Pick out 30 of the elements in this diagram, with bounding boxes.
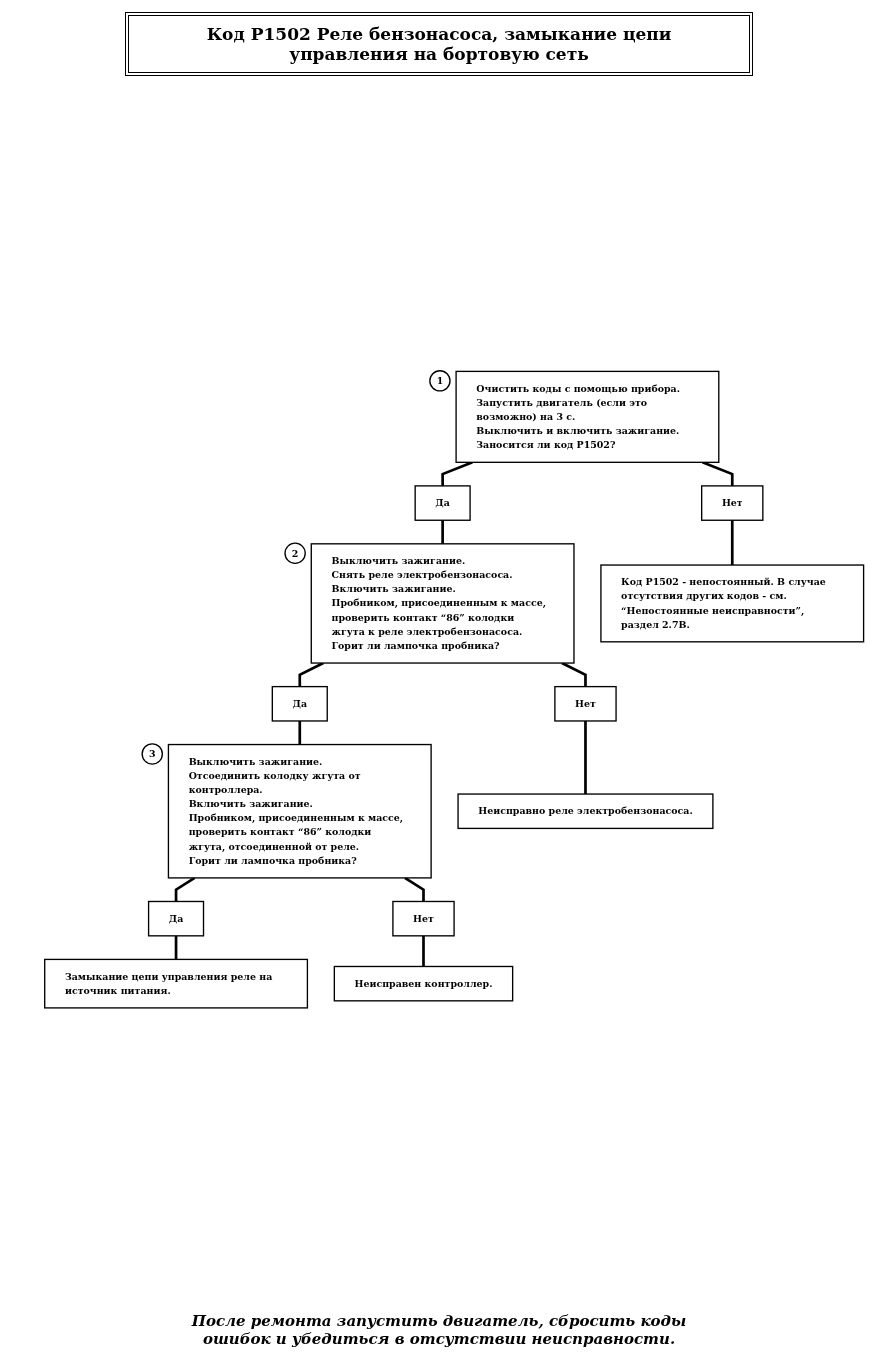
- connector: [298, 721, 302, 745]
- connector: [701, 461, 734, 487]
- title-box: Код P1502 Реле бензонасоса, замыкание цепи управления на бортовую сеть: [125, 12, 753, 76]
- node-box: Код P1502 - непостоянный. В случае отсутствия других кодов - см. “Непостоянные неисправности”, раздел 2.7В.: [600, 564, 865, 643]
- caption: После ремонта запустить двигатель, сбросить коды ошибок и убедиться в отсутствии неисправности.: [190, 1312, 688, 1348]
- connector: [404, 877, 425, 902]
- step-number-circle: 1: [429, 370, 451, 392]
- node-box: Да: [147, 901, 205, 937]
- connector: [441, 520, 444, 545]
- connector: [561, 662, 587, 687]
- step-number-circle: 3: [141, 743, 164, 766]
- node-box: Выключить зажигание. Отсоединить колодку жгута от контроллера. Включить зажигание. Пробником, присоединенным к массе, проверить контакт “86” колодки жгута, отсоединенной от реле. Горит ли лампочка пробника?: [167, 744, 432, 879]
- node-box: Замыкание цепи управления реле на источник питания.: [44, 959, 309, 1009]
- connector: [298, 662, 324, 687]
- node-box: Нет: [554, 686, 617, 722]
- node-box: Очистить коды с помощью прибора. Запустить двигатель (если это возможно) на 3 с. Выключить и включить зажигание. Заносится ли код P1502?: [455, 371, 720, 464]
- node-box: Выключить зажигание. Снять реле электробензонасоса. Включить зажигание. Пробником, присоединенным к массе, проверить контакт “86” колодки жгута к реле электробензонасоса. Горит ли лампочка пробника?: [310, 543, 575, 665]
- node-box: Да: [414, 485, 471, 522]
- node-box: Нет: [701, 485, 764, 522]
- connector: [584, 721, 587, 795]
- connector: [174, 877, 196, 902]
- node-box: Да: [271, 686, 328, 722]
- node-box: Неисправно реле электробензонасоса.: [457, 793, 714, 830]
- step-number-circle: 2: [284, 542, 306, 565]
- node-box: Нет: [392, 901, 455, 937]
- connector: [174, 936, 178, 960]
- connector: [441, 461, 473, 487]
- node-box: Неисправен контроллер.: [333, 966, 514, 1002]
- connector: [730, 520, 734, 566]
- connector: [422, 936, 425, 967]
